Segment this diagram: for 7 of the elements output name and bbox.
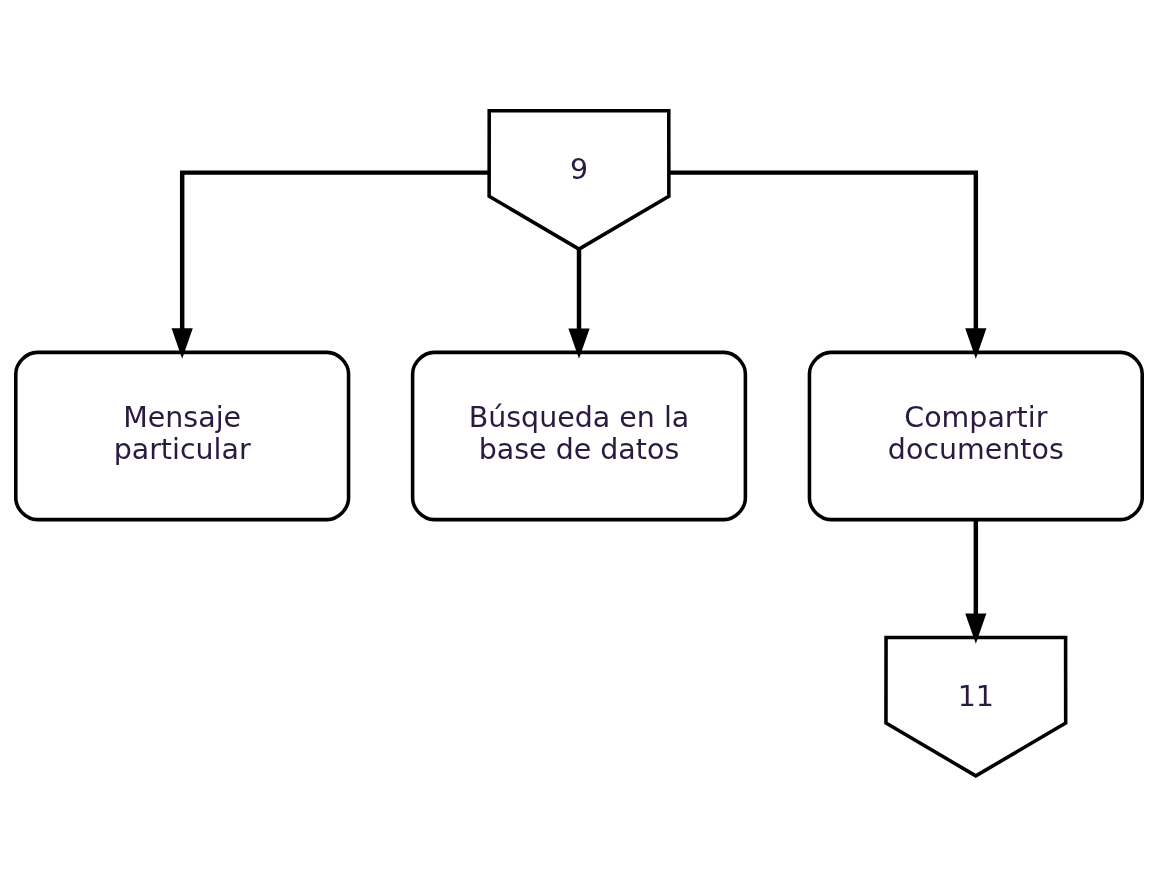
node-box: Compartir documentos (807, 350, 1144, 521)
arrow (669, 169, 987, 359)
arrow (171, 169, 489, 359)
node-box: Búsqueda en la base de datos (410, 350, 748, 521)
arrow (965, 519, 987, 644)
arrow (568, 249, 590, 359)
node-box: Mensaje particular (14, 350, 351, 521)
